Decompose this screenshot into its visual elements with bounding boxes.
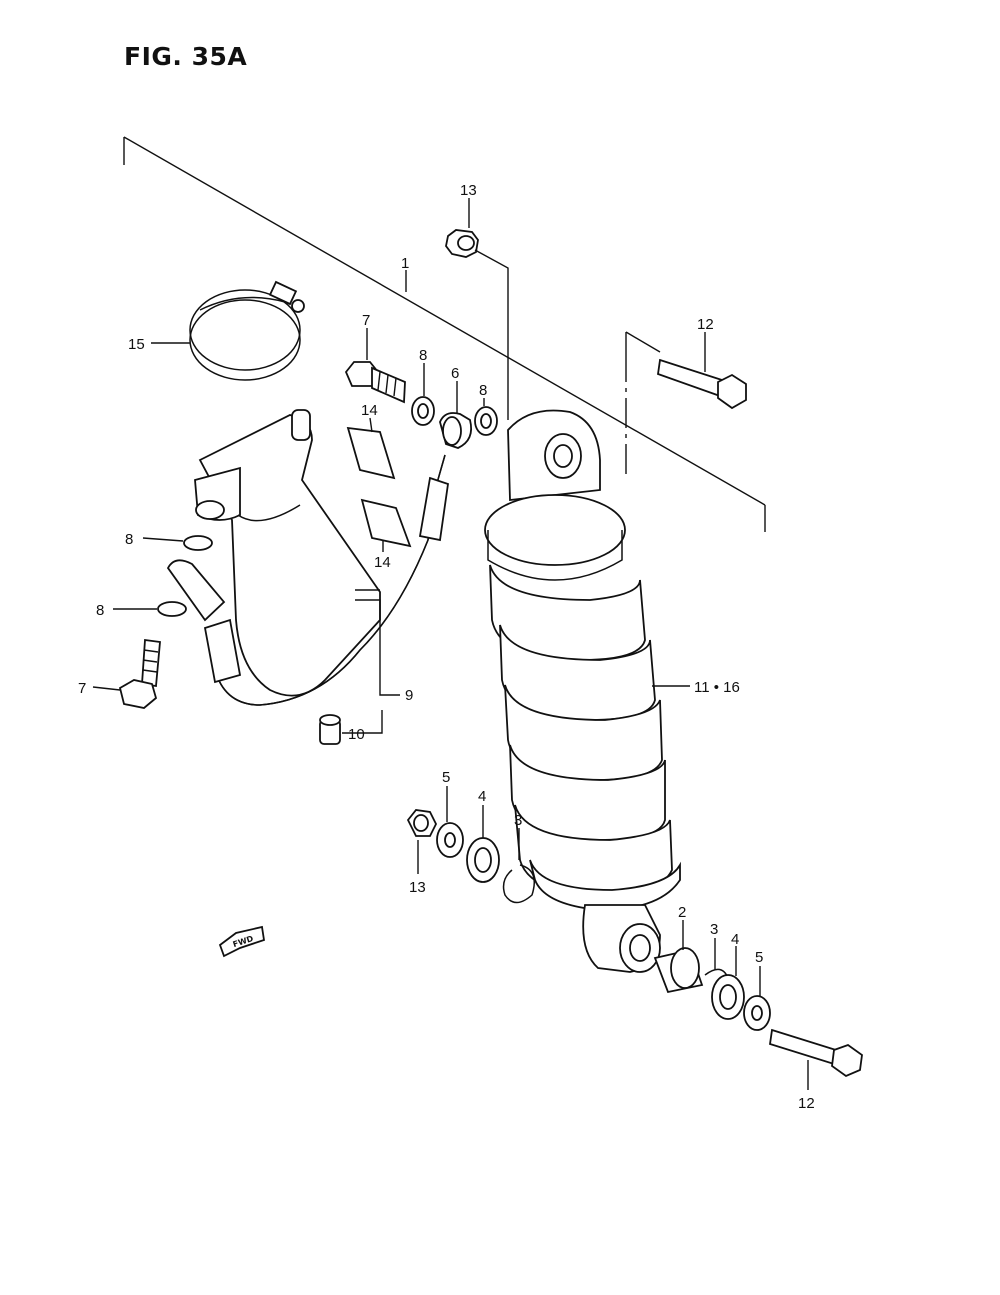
plate-lower-part-14 [360,498,412,548]
callout-8-top-a: 8 [419,347,427,364]
washer-mid-inner [444,832,456,848]
callout-10: 10 [348,726,365,743]
nut-lower-part-13 [406,809,438,837]
assembly-bracket-line [123,136,766,532]
banjo-fitting-part-6 [439,412,473,449]
shock-top-mount [507,409,601,502]
callout-2: 2 [678,904,686,921]
callout-12-top: 12 [697,316,714,333]
washer-upper-a-inner [417,403,429,419]
callout-5-mid: 5 [442,769,450,786]
callout-6: 6 [451,365,459,382]
callout-12-bottom: 12 [798,1095,815,1112]
callout-3-lower: 3 [710,921,718,938]
callout-13-top: 13 [460,182,477,199]
banjo-bolt-lower-part-7 [118,638,161,709]
circlip-mid-part-3 [502,864,535,904]
callout-1: 1 [401,255,409,272]
cap-part-10 [319,714,341,745]
bolt-lower-part-12 [769,1028,863,1078]
callout-14-top: 14 [361,402,378,419]
bolt-bracket-line [625,331,661,480]
leader-lines [92,198,809,1090]
banjo-bolt-upper-part-7 [344,361,406,404]
bolt-upper-part-12 [657,358,747,410]
callout-11-16: 11 • 16 [694,679,740,696]
callout-13-bottom: 13 [409,879,426,896]
spring-seat [484,494,626,581]
callout-14-bottom: 14 [374,554,391,571]
washer-upper-b-inner [480,413,492,429]
callout-4-mid: 4 [478,788,486,805]
seal-lower-inner [719,984,737,1010]
plate-upper-part-14 [346,426,396,480]
shock-lower-eye [582,904,661,973]
hose-part-9 [166,454,449,706]
callout-7-top: 7 [362,312,370,329]
nut-top-part-13 [445,229,509,420]
collar-part-2 [653,947,704,994]
washer-lower-inner [751,1005,763,1021]
callout-labels: 13 1 12 7 15 8 6 8 14 8 14 8 7 9 10 11 •… [78,182,815,1112]
callout-8-left-a: 8 [125,531,133,548]
callout-9: 9 [405,687,413,704]
callout-8-top-b: 8 [479,382,487,399]
seal-mid-inner [474,847,492,873]
callout-5-lower: 5 [755,949,763,966]
reservoir-tank [194,409,381,697]
fwd-arrow-icon: FWD [218,925,266,958]
hose-clamp-part-15 [189,280,305,381]
callout-3-mid: 3 [514,812,522,829]
washer-lower-a-part-8 [183,535,213,551]
callout-15: 15 [128,336,145,353]
callout-8-left-b: 8 [96,602,104,619]
coil-spring [489,564,681,911]
washer-lower-b-part-8 [157,601,187,617]
callout-4-lower: 4 [731,931,739,948]
callout-7-bottom: 7 [78,680,86,697]
figure-title: FIG. 35A [124,42,248,71]
